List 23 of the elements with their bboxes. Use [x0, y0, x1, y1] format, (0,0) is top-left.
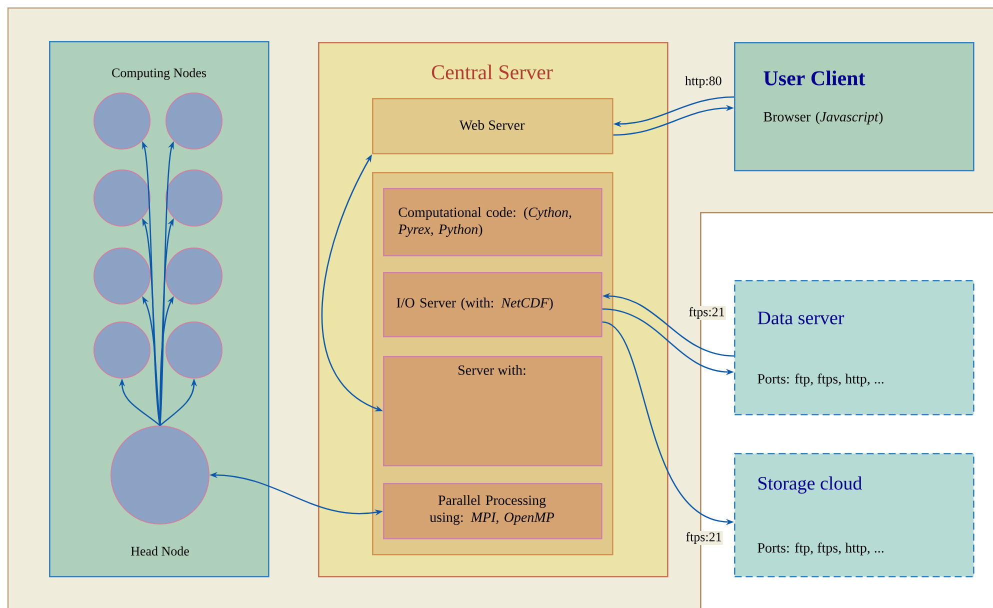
process-box: Computational code: (Cython, Pyrex, Python): [383, 188, 602, 256]
process-box: I/O Server (with: NetCDF): [383, 272, 602, 338]
computing-node-circle: [94, 248, 150, 304]
client-box: User Client Browser (Javascript): [734, 42, 974, 172]
computing-node-circle: [94, 322, 150, 378]
head-node-circle: [110, 426, 210, 524]
panel-title: Computing Nodes: [112, 68, 206, 80]
edge-label: ftps:21: [684, 531, 723, 545]
process-box: Web Server: [372, 98, 614, 154]
process-box: Parallel Processing using: MPI, OpenMP: [383, 483, 602, 540]
edge-label: ftps:21: [688, 306, 726, 320]
computing-node-circle: [166, 248, 222, 304]
computing-node-circle: [94, 170, 150, 226]
panel-title: Central Server: [432, 64, 553, 80]
computing-node-circle: [166, 170, 222, 226]
process-box: Server with:: [383, 356, 602, 466]
edge-label: http:80: [684, 75, 723, 89]
computing-node-circle: [94, 92, 150, 150]
server-box: Data server Ports: ftp, ftps, http, ...: [734, 280, 974, 416]
computing-node-circle: [166, 92, 222, 150]
computing-node-circle: [166, 322, 222, 378]
node-caption: Head Node: [130, 546, 189, 556]
server-box: Storage cloud Ports: ftp, ftps, http, ...: [734, 453, 974, 578]
